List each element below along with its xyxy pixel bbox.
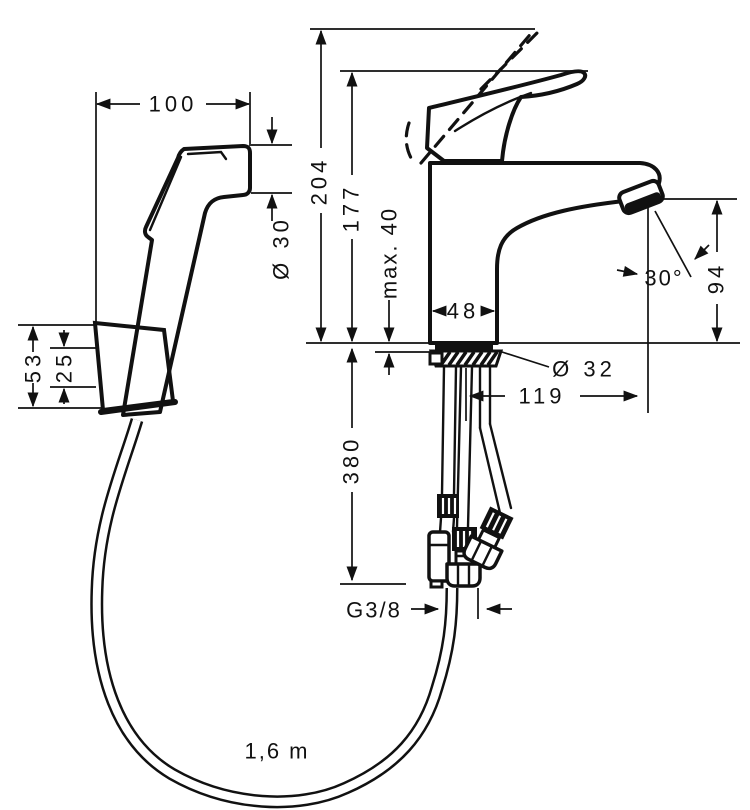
dim-body-width: 48 [447,299,479,324]
dim-sprayer-head-diameter: Ø 30 [269,216,294,280]
dimensions: 100 Ø 30 53 25 204 177 max. 40 48 94 [21,29,729,764]
dim-sprayer-length: 100 [149,92,198,117]
dim-outlet-height: 94 [704,262,729,294]
dim-holder-height: 53 [21,351,46,383]
dim-height-total: 204 [307,157,332,206]
faucet-body-spout [428,161,662,345]
supply-hoses [427,365,514,589]
base-ring [435,345,493,351]
dim-holder-offset: 25 [52,351,77,383]
faucet [404,27,665,589]
sprayer-body [121,144,252,417]
dim-spout-reach: 119 [518,384,565,409]
dim-base-diameter: Ø 32 [552,357,616,382]
dim-hose-length: 1,6 m [244,739,309,764]
g38-nut-center [445,562,482,588]
extension-lines [18,28,740,619]
dim-mounting-thickness: max. 40 [377,207,402,299]
g38-nut-angled [462,506,514,571]
spray-angle-line [654,210,692,278]
dim-thread-size: G3/8 [346,598,402,623]
aerator [617,178,665,216]
dim-connection-drop: 380 [339,436,364,485]
faucet-lever [425,69,588,163]
lever-raised-outline [419,28,536,165]
dim-spray-angle: 30° [644,266,683,291]
dim-height-spout: 177 [339,184,364,233]
hand-sprayer [90,144,459,809]
